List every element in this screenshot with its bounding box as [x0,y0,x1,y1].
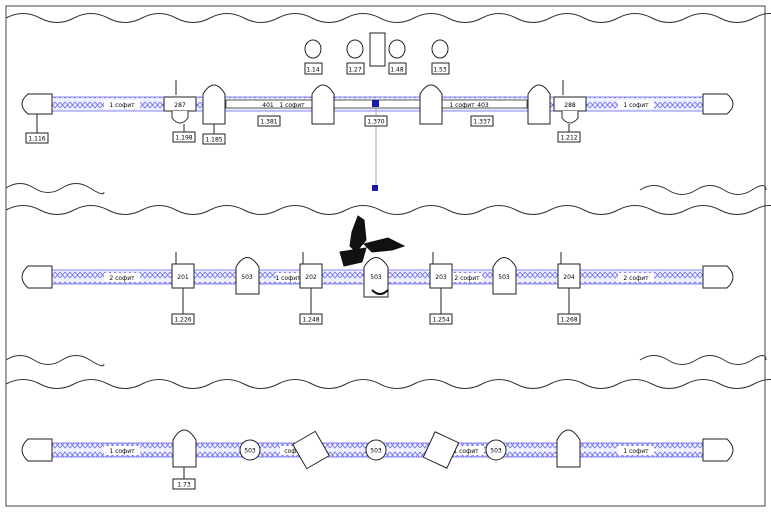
segment-label: 1 софит [109,102,135,109]
unit-label: 503 [241,274,253,281]
curtain-wave-2 [5,205,771,215]
arched-unit [527,84,551,125]
segment-label: 2 софит [454,275,480,282]
row-2: 2 софит 1 софит 2 софит 2 софит 201 202 … [21,215,734,325]
tag: 1.73 [177,482,191,489]
segment-label: 1 софит [449,102,475,109]
batten-end-left [21,438,53,462]
top-fixture-tag: 1.14 [306,67,320,74]
curtain-wave-top [5,13,771,23]
segment-label: 1 софит [109,448,135,455]
top-fixture-block [369,32,386,67]
unit-label: 503 [490,448,502,455]
tag: 1.337 [473,119,490,126]
arched-unit [556,429,581,468]
tag: 1.226 [174,317,191,324]
batten-end-right [702,93,734,115]
top-fixture-2: 1.27 [346,39,365,75]
arched-unit [492,257,517,295]
curtain-wave-3 [5,379,771,389]
top-fixture-tag: 1.48 [390,67,404,74]
tilted-unit [422,431,460,469]
center-node[interactable] [372,100,379,107]
round-fixture [485,439,507,461]
top-fixture-1: 1.14 [304,39,323,75]
segment-label: 2 софит [109,275,135,282]
segment-label: 403 [477,102,489,109]
arched-unit [202,84,226,125]
batten-end-left [21,93,53,115]
unit-label: 503 [370,274,382,281]
tag: 1.248 [302,317,319,324]
round-fixture [239,439,261,461]
curtain-wave-right-1 [639,185,767,195]
tag: 1.370 [367,119,384,126]
batten-end-right [702,438,734,462]
curtain-wave-left-2 [5,355,105,367]
box-label: 204 [563,274,575,281]
box-label: 203 [435,274,447,281]
tag: 1.254 [432,317,449,324]
batten-end-left [21,265,53,289]
tag: 1.381 [260,119,277,126]
box-label: 287 [174,102,186,109]
tag: 1.268 [560,317,577,324]
curtain-wave-right-2 [639,355,767,365]
top-fixture-4: 1.53 [431,39,450,75]
bell-fixture-left [171,111,189,124]
arched-unit [235,257,260,295]
arched-unit [172,429,197,468]
unit-label: 503 [498,274,510,281]
segment-label: 2 софит [623,275,649,282]
segment-label: 1 софит [279,102,305,109]
tag: 1.212 [560,135,577,142]
drop-node[interactable] [372,185,378,191]
bell-fixture-right [561,111,579,124]
row-1: 1.14 1.27 1.48 1.53 1 софит 401 1 софит … [21,32,734,191]
segment-label: 1 софит [623,102,649,109]
page-frame [5,5,766,507]
row-3: 1 софит софит 1 софит 1 софит 503 503 50… [21,429,734,490]
segment-label: 1 софит [623,448,649,455]
arched-unit [419,84,443,125]
curtain-wave-left-1 [5,183,105,195]
performer-figure [339,215,406,295]
top-fixture-tag: 1.53 [433,67,447,74]
segment-label: 401 [262,102,274,109]
round-fixture [365,439,387,461]
box-label: 288 [564,102,576,109]
segment-label: 1 софит [275,275,301,282]
tag: 1.185 [205,137,222,144]
top-fixture-3: 1.48 [388,39,407,75]
unit-label: 503 [370,448,382,455]
arched-unit [363,257,389,298]
segment-label: софит [284,448,304,455]
top-fixture-tag: 1.27 [348,67,362,74]
batten-end-right [702,265,734,289]
box-label: 201 [177,274,189,281]
unit-label: 503 [244,448,256,455]
tag: 1.116 [28,136,45,143]
segment-label: 1 софит [453,448,479,455]
arched-unit [311,84,335,125]
tilted-unit [292,430,330,470]
box-label: 202 [305,274,317,281]
tag: 1.198 [175,135,192,142]
